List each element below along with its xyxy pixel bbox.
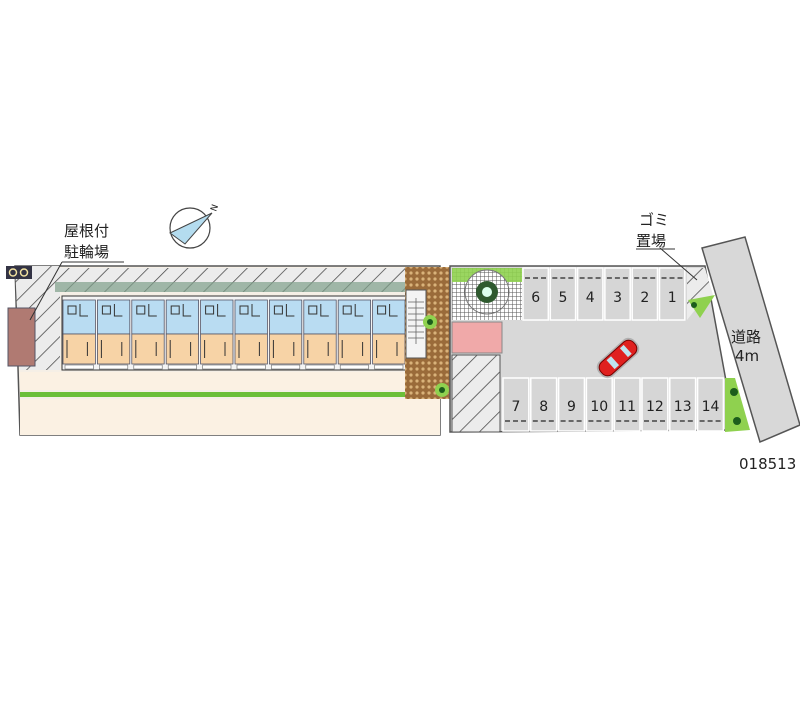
parking-space: 14 [696, 377, 725, 432]
parking-space-number: 11 [618, 399, 636, 415]
parking-space-number: 3 [613, 290, 622, 306]
parking-space: 7 [502, 377, 530, 432]
parking-space: 1 [658, 267, 686, 321]
parking-space: 3 [604, 267, 631, 321]
road-width-label: 4m [735, 347, 759, 365]
hedge [20, 392, 440, 397]
apartment-unit [200, 299, 234, 370]
bicycle-parking-label: 駐輪場 [64, 243, 109, 261]
apartment-unit [97, 299, 131, 370]
parking-space-number: 13 [674, 399, 692, 415]
parking-space: 12 [641, 377, 669, 432]
bicycle-parking-label: 屋根付 [64, 222, 109, 240]
parking-space: 11 [613, 377, 641, 432]
pink-area [451, 321, 503, 354]
road-label: 道路 [731, 328, 761, 346]
parking-space: 4 [576, 267, 604, 321]
apartment-unit [165, 299, 199, 370]
parking-space-number: 4 [586, 290, 595, 306]
parking-space: 13 [669, 377, 697, 432]
parking-space: 2 [631, 267, 659, 321]
parking-space-number: 9 [567, 399, 576, 415]
parking-space-number: 6 [531, 290, 540, 306]
apartment-unit [372, 299, 406, 370]
property-code: 018513 [739, 455, 796, 473]
leader-line [659, 247, 698, 281]
apartment-unit [303, 299, 337, 370]
bicycle-icon [6, 266, 32, 279]
parking-space-number: 14 [702, 399, 720, 415]
parking-space: 6 [522, 267, 550, 321]
parking-space-number: 12 [646, 399, 664, 415]
parking-space: 9 [557, 377, 586, 432]
hatched-area [451, 354, 501, 433]
apartment-unit [337, 299, 372, 370]
apartment-unit [268, 299, 303, 370]
parking-space: 10 [585, 377, 613, 432]
apartment-unit [131, 299, 165, 370]
parking-space-number: 5 [558, 290, 567, 306]
parking-space-number: 7 [511, 399, 520, 415]
apartment-unit [234, 299, 268, 370]
leader-line [29, 261, 63, 321]
parking-row-top: 6 5 4 3 2 1 [522, 267, 686, 321]
bicycle-parking [7, 307, 36, 367]
road [701, 236, 800, 444]
parking-space: 8 [530, 377, 558, 432]
garbage-area-label: 置場 [636, 232, 666, 250]
car-icon [596, 337, 640, 379]
compass-icon: N [169, 203, 221, 249]
apartment-building [61, 295, 407, 371]
parking-space-number: 10 [590, 399, 608, 415]
parking-space: 5 [549, 267, 577, 321]
apartment-unit [62, 299, 96, 370]
parking-space-number: 1 [668, 290, 677, 306]
garbage-area-label: ゴミ [639, 211, 669, 229]
parking-space-number: 8 [539, 399, 548, 415]
parking-row-bottom: 7 8 9 10 11 12 13 14 [502, 377, 725, 432]
north-label: N [209, 203, 221, 213]
parking-space-number: 2 [640, 290, 649, 306]
